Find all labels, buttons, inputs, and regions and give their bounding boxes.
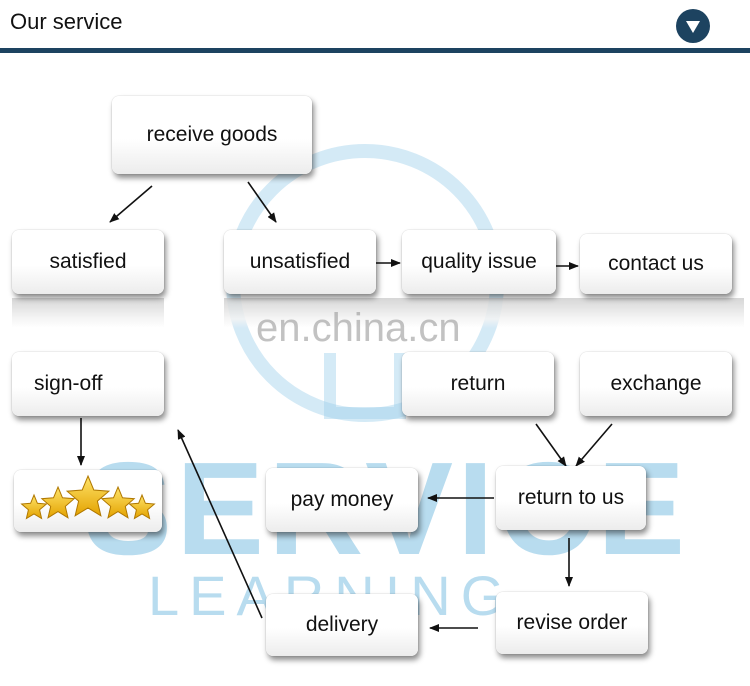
node-pay-money: pay money xyxy=(266,468,418,532)
node-receive-goods: receive goods xyxy=(112,96,312,174)
node-label: unsatisfied xyxy=(249,250,351,273)
star-icon xyxy=(128,493,156,520)
node-sign-off: sign-off xyxy=(12,352,164,416)
star-icon xyxy=(20,493,48,520)
node-label: sign-off xyxy=(34,372,103,395)
node-delivery: delivery xyxy=(266,594,418,656)
arrow-receive-to-satisfied xyxy=(109,185,153,223)
node-label: quality issue xyxy=(421,250,537,273)
node-revise-order: revise order xyxy=(496,592,648,654)
star-icon xyxy=(40,485,76,519)
node-label: return to us xyxy=(517,486,625,509)
star-icon xyxy=(100,485,136,519)
section-header: Our service xyxy=(0,0,750,53)
watermark-site: en.china.cn xyxy=(256,306,461,350)
node-label: delivery xyxy=(305,613,379,636)
section-title: Our service xyxy=(10,9,123,34)
arrow-exchange-to-returntous xyxy=(575,423,613,467)
node-reflection xyxy=(12,298,164,328)
node-contact-us: contact us xyxy=(580,234,732,294)
node-label: exchange xyxy=(610,372,702,395)
node-label: pay money xyxy=(290,488,394,511)
node-label: receive goods xyxy=(146,123,278,146)
collapse-toggle-button[interactable] xyxy=(676,9,710,43)
arrow-delivery-to-signoff xyxy=(177,429,263,619)
node-reflection xyxy=(224,298,744,328)
node-rating xyxy=(14,470,162,532)
node-return: return xyxy=(402,352,554,416)
rating-stars xyxy=(20,474,156,520)
node-label: contact us xyxy=(608,252,704,275)
node-unsatisfied: unsatisfied xyxy=(224,230,376,294)
node-label: satisfied xyxy=(49,250,127,273)
star-icon xyxy=(65,474,111,517)
node-exchange: exchange xyxy=(580,352,732,416)
arrow-receive-to-unsatisfied xyxy=(247,181,277,223)
triangle-down-icon xyxy=(686,21,700,33)
arrow-return-to-returntous xyxy=(535,423,567,467)
node-satisfied: satisfied xyxy=(12,230,164,294)
node-return-to-us: return to us xyxy=(496,466,646,530)
node-label: return xyxy=(450,372,506,395)
node-quality-issue: quality issue xyxy=(402,230,556,294)
node-label: revise order xyxy=(516,611,628,634)
